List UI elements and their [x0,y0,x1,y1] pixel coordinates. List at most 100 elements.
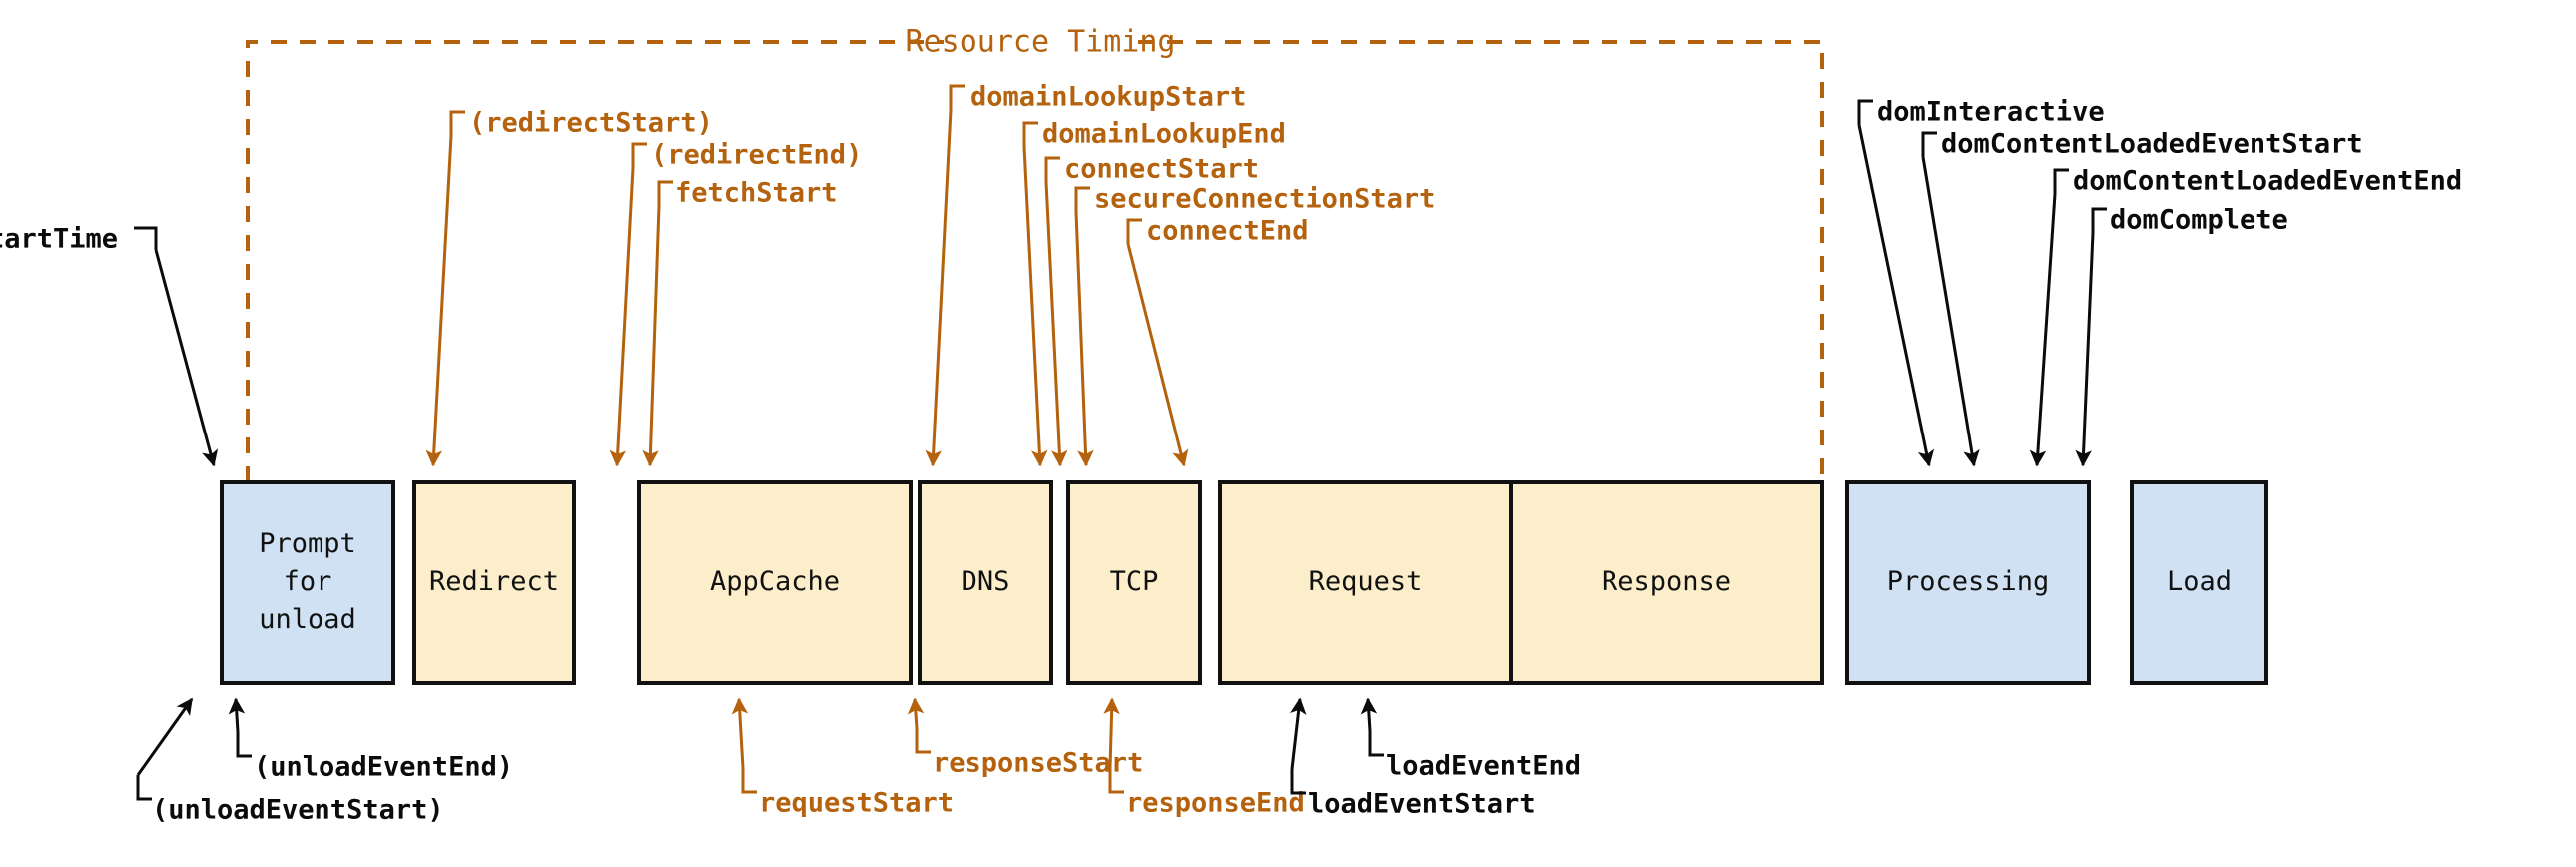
marker-unload-event-end: (unloadEventEnd) [228,697,513,783]
phase-box-prompt-for-unload[interactable] [220,480,395,685]
marker-redirect-start: (redirectStart) [425,108,713,467]
leader-elbow-start-time [134,226,158,250]
marker-label-response-end: responseEnd [1126,788,1305,819]
leader-arrow-redirect-end [609,167,635,467]
phase-label-prompt-for-unload: Prompt [259,528,356,559]
marker-label-load-event-end: loadEventEnd [1386,751,1581,782]
leader-arrow-load-event-start [1290,697,1307,770]
phase-box-request[interactable] [1218,480,1513,685]
leader-elbow-connect-end [1126,218,1142,244]
phase-box-load[interactable] [2130,480,2268,685]
phase-response: Response [1509,480,1824,685]
marker-dom-content-loaded-event-end: domContentLoadedEventEnd [2029,166,2462,467]
leader-arrow-request-start [731,697,749,769]
marker-label-connect-start: connectStart [1064,154,1259,185]
leader-elbow-redirect-start [449,110,465,136]
leader-elbow-connect-start [1044,156,1060,182]
phase-box-tcp[interactable] [1066,480,1202,685]
leader-arrow-connect-end [1126,243,1189,467]
leader-arrow-unload-event-end [228,697,246,733]
leader-elbow-request-start [741,768,757,794]
leader-arrow-dom-content-loaded-event-end [2029,193,2057,467]
leader-elbow-secure-connection-start [1074,186,1090,212]
phase-dns: DNS [918,480,1053,685]
leader-arrow-connect-start [1044,181,1068,467]
marker-load-event-end: loadEventEnd [1360,697,1581,782]
marker-label-dom-content-loaded-event-end: domContentLoadedEventEnd [2073,166,2462,197]
leader-elbow-dom-complete [2091,207,2107,233]
leader-elbow-redirect-end [631,142,647,168]
marker-label-request-start: requestStart [759,788,954,819]
leader-arrow-domain-lookup-start [925,109,953,467]
phase-load: Load [2130,480,2268,685]
phase-label-prompt-for-unload: unload [259,604,356,635]
bracket-left-segment [246,40,944,482]
phase-request: Request [1218,480,1513,685]
marker-response-start: responseStart [907,697,1143,779]
leader-elbow-dom-content-loaded-event-end [2053,168,2069,194]
phase-label-response: Response [1602,566,1731,597]
phase-label-tcp: TCP [1110,566,1159,597]
marker-fetch-start: fetchStart [642,178,838,467]
phase-label-appcache: AppCache [710,566,840,597]
phase-box-processing[interactable] [1845,480,2091,685]
phase-box-dns[interactable] [918,480,1053,685]
leader-arrow-dom-content-loaded-event-start [1921,156,1980,467]
marker-label-dom-complete: domComplete [2110,205,2288,236]
marker-secure-connection-start: secureConnectionStart [1074,184,1435,467]
marker-response-end: responseEnd [1103,697,1305,819]
marker-request-start: requestStart [731,697,954,819]
marker-load-event-start: loadEventStart [1290,697,1536,820]
start-time-marker: startTime [0,224,219,467]
leader-elbow-load-event-start [1290,769,1306,795]
marker-connect-end: connectEnd [1126,216,1309,467]
leader-elbow-dom-content-loaded-event-start [1921,131,1937,157]
phase-box-redirect[interactable] [412,480,576,685]
leader-arrow-response-end [1103,697,1120,769]
marker-label-redirect-start: (redirectStart) [469,108,713,139]
leader-arrow-fetch-start [642,205,661,467]
leader-elbow-fetch-start [657,180,673,206]
leader-arrow-dom-complete [2075,232,2095,467]
resource-timing-bracket: Resource Timing [246,25,1824,482]
phase-box-response[interactable] [1509,480,1824,685]
resource-timing-label: Resource Timing [906,25,1176,60]
marker-label-domain-lookup-end: domainLookupEnd [1042,119,1286,150]
marker-label-fetch-start: fetchStart [675,178,838,209]
leader-elbow-dom-interactive [1857,99,1873,125]
marker-label-load-event-start: loadEventStart [1308,789,1536,820]
leader-elbow-load-event-end [1368,731,1384,757]
marker-connect-start: connectStart [1044,154,1259,467]
leader-arrow-load-event-end [1360,697,1378,732]
phase-label-prompt-for-unload: for [284,566,332,597]
phase-label-load: Load [2167,566,2232,597]
leader-arrow-redirect-start [425,135,453,467]
marker-domain-lookup-end: domainLookupEnd [1022,119,1286,467]
marker-label-secure-connection-start: secureConnectionStart [1094,184,1435,215]
leader-arrow-start-time [154,249,219,467]
phase-appcache: AppCache [637,480,913,685]
marker-domain-lookup-start: domainLookupStart [925,82,1246,467]
leader-arrow-response-start [907,697,925,729]
leader-elbow-unload-event-start [136,775,152,801]
marker-redirect-end: (redirectEnd) [609,140,862,467]
marker-label-unload-event-end: (unloadEventEnd) [254,752,513,783]
phase-label-request: Request [1309,566,1423,597]
phase-tcp: TCP [1066,480,1202,685]
leader-arrow-secure-connection-start [1074,211,1094,467]
leader-arrow-unload-event-start [136,697,194,776]
phase-box-appcache[interactable] [637,480,913,685]
leader-elbow-domain-lookup-end [1022,121,1038,147]
marker-dom-complete: domComplete [2075,205,2288,467]
marker-label-dom-interactive: domInteractive [1877,97,2105,128]
marker-label-response-start: responseStart [933,748,1143,779]
leader-elbow-response-start [915,728,931,754]
leader-elbow-unload-event-end [236,732,252,758]
top-marker-group: (redirectStart)(redirectEnd) fetchStart do… [425,82,2462,467]
phase-processing: Processing [1845,480,2091,685]
leader-arrow-domain-lookup-end [1022,146,1048,467]
leader-arrow-dom-interactive [1857,124,1935,467]
phase-label-redirect: Redirect [429,566,559,597]
marker-label-redirect-end: (redirectEnd) [651,140,862,171]
